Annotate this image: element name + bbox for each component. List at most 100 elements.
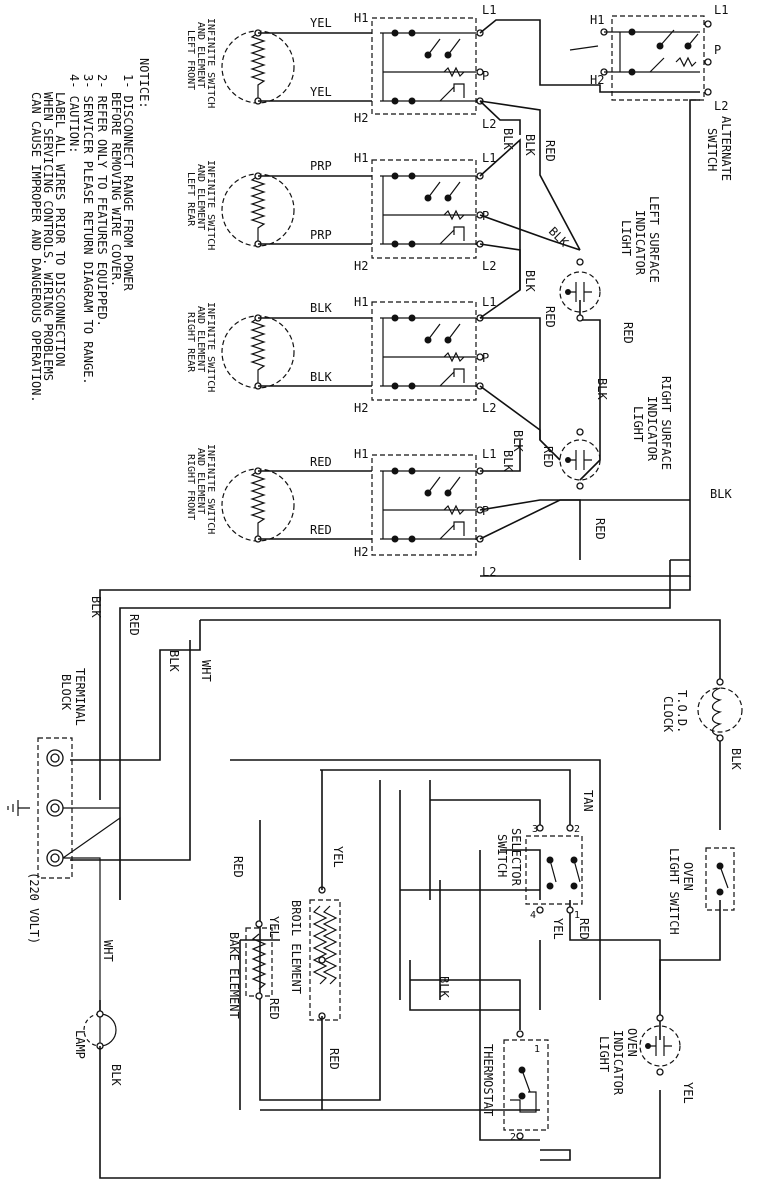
notice-title: NOTICE: — [137, 58, 151, 109]
wire-color: BLK — [501, 450, 515, 472]
unit-label: LEFT REAR — [185, 172, 196, 227]
wire-color: RED — [310, 523, 332, 537]
terminal-label: L1 — [482, 447, 496, 461]
terminal-label: H1 — [590, 13, 604, 27]
unit-label: INFINITE SWITCH — [205, 444, 216, 534]
alternate-switch-label: SWITCH — [705, 128, 719, 171]
unit-label: INFINITE SWITCH — [205, 302, 216, 392]
wire-color: BLK — [89, 596, 103, 618]
notice-line: WHEN SERVICING CONTROLS. WIRING PROBLEMS — [41, 92, 55, 381]
notice-block: NOTICE: 1- DISCONNECT RANGE FROM POWER B… — [29, 58, 151, 403]
terminal-label: H1 — [354, 447, 368, 461]
wire-color: BLK — [310, 301, 332, 315]
oven-wiring: TAN YEL YEL RED RED BLK YEL RED YEL — [230, 759, 695, 1161]
terminal-block-label: BLOCK — [59, 674, 73, 711]
wire-color: YEL — [310, 16, 332, 30]
selector-switch: 3 2 4 1 SELECTOR SWITCH — [495, 824, 583, 921]
terminal-label: H2 — [354, 259, 368, 273]
notice-line: CAN CAUSE IMPROPER AND DANGEROUS OPERATI… — [29, 92, 43, 403]
wire-color: BLK — [310, 370, 332, 384]
thermostat: 1 2 THERMOSTAT — [481, 1030, 549, 1143]
wire-color: YEL — [681, 1082, 695, 1104]
bake-label: BAKE ELEMENT — [227, 932, 241, 1019]
wire-color: BLK — [437, 976, 451, 998]
wire-color: BLK — [710, 487, 732, 501]
element-coil-resistor — [250, 470, 266, 540]
notice-line: 2- REFER ONLY TO FEATURES EQUIPPED. — [95, 74, 109, 327]
indicator-label: INDICATOR — [611, 1030, 625, 1096]
tod-clock: T.O.D. CLOCK — [661, 678, 743, 742]
element-coil-resistor — [250, 317, 266, 387]
terminal-block-label: TERMINAL — [73, 668, 87, 726]
wire-color: RED — [577, 918, 591, 940]
indicator-label: LIGHT — [597, 1036, 611, 1072]
infinite-switch — [371, 159, 477, 259]
terminal-number: 1 — [534, 1044, 540, 1055]
wire-color: PRP — [310, 159, 332, 173]
wire-color: YEL — [310, 85, 332, 99]
surface-unit-right-front: RED RED H1 H2 L1 P L2 INFINITE SWITCH AN… — [185, 444, 496, 579]
infinite-switch — [371, 17, 477, 115]
terminal-number: 2 — [510, 1132, 516, 1143]
wire-color: RED — [593, 518, 607, 540]
selector-label: SELECTOR — [509, 828, 523, 887]
wire-color: RED — [231, 856, 245, 878]
terminal-label: L1 — [482, 295, 496, 309]
terminal-label: P — [482, 69, 489, 83]
unit-label: LEFT FRONT — [185, 30, 196, 90]
terminal-label: H2 — [354, 545, 368, 559]
surface-unit-left-rear: PRP PRP H1 H2 L1 P L2 INFINITE SWITCH AN… — [185, 151, 496, 273]
wire-color: RED — [543, 140, 557, 162]
terminal-block: TERMINAL BLOCK (220 VOLT) RED WHT — [7, 668, 245, 1050]
lamp-label: LAMP — [73, 1030, 87, 1059]
broil-element: BROIL ELEMENT — [289, 770, 341, 1110]
terminal-label: L2 — [482, 401, 496, 415]
notice-line: 4- CAUTION: — [67, 74, 81, 153]
terminal-label: H2 — [590, 73, 604, 87]
terminal-label: L2 — [482, 565, 496, 579]
alternate-switch-label: ALTERNATE — [719, 116, 733, 181]
terminal-label: H1 — [354, 295, 368, 309]
thermostat-label: THERMOSTAT — [481, 1044, 495, 1116]
wire-color: RED — [310, 455, 332, 469]
terminal-label: L1 — [482, 151, 496, 165]
unit-label: AND ELEMENT — [195, 22, 206, 88]
bake-element: BAKE ELEMENT — [227, 920, 273, 1019]
clock-label: T.O.D. — [675, 690, 689, 733]
wire-color: TAN — [581, 790, 595, 812]
terminal-label: L2 — [482, 259, 496, 273]
terminal-number: 3 — [532, 824, 538, 835]
wire-color: BLK — [595, 378, 609, 400]
wire-color: YEL — [551, 918, 565, 940]
lamp: LAMP BLK — [73, 1000, 661, 1179]
notice-line: 1- DISCONNECT RANGE FROM POWER — [121, 74, 135, 292]
wire-color: PRP — [310, 228, 332, 242]
indicator-label: INDICATOR — [645, 396, 659, 462]
terminal-number: 1 — [574, 910, 580, 921]
wire-color: YEL — [331, 846, 345, 868]
element-coil-resistor — [250, 175, 266, 245]
wire-color: RED — [267, 998, 281, 1020]
wire-color: RED — [621, 322, 635, 344]
wire-color: RED — [541, 446, 555, 468]
right-surface-indicator-light: RIGHT SURFACE INDICATOR LIGHT — [559, 376, 673, 490]
terminal-label: L1 — [482, 3, 496, 17]
indicator-label: OVEN — [625, 1028, 639, 1057]
surface-wiring: BLK BLK RED BLK BLK RED RED BLK BLK BLK … — [479, 19, 732, 577]
selector-label: SWITCH — [495, 834, 509, 877]
wire-color: BLK — [511, 430, 525, 452]
unit-label: RIGHT FRONT — [185, 454, 196, 520]
infinite-switch — [371, 454, 477, 556]
voltage-label: (220 VOLT) — [27, 872, 41, 944]
wire-color: WHT — [199, 660, 213, 682]
indicator-label: LEFT SURFACE — [647, 196, 661, 283]
indicator-label: LIGHT — [631, 406, 645, 442]
terminal-number: 4 — [530, 910, 536, 921]
indicator-label: RIGHT SURFACE — [659, 376, 673, 470]
surface-unit-left-front: YEL YEL H1 H2 L1 P L2 INFINITE SWITCH AN… — [185, 3, 496, 131]
terminal-label: P — [482, 209, 489, 223]
wire-color: BLK — [523, 270, 537, 292]
terminal-label: L1 — [714, 3, 728, 17]
terminal-label: H1 — [354, 11, 368, 25]
